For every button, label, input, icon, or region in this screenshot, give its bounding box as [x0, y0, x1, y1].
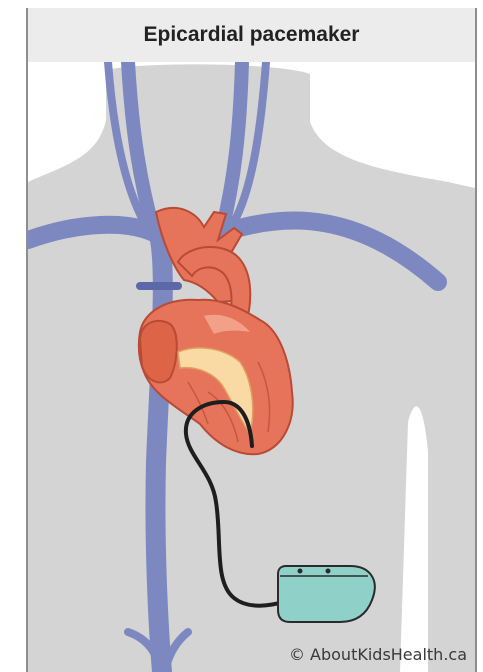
right-atrium	[140, 321, 177, 383]
superior-vena-cava	[155, 232, 162, 672]
figure-title: Epicardial pacemaker	[144, 23, 360, 47]
title-bar: Epicardial pacemaker	[28, 8, 475, 62]
copyright-credit: © AboutKidsHealth.ca	[289, 645, 467, 664]
figure-frame: Epicardial pacemaker	[26, 8, 477, 672]
pacemaker-illustration	[28, 62, 475, 672]
pacemaker-device	[278, 566, 375, 622]
